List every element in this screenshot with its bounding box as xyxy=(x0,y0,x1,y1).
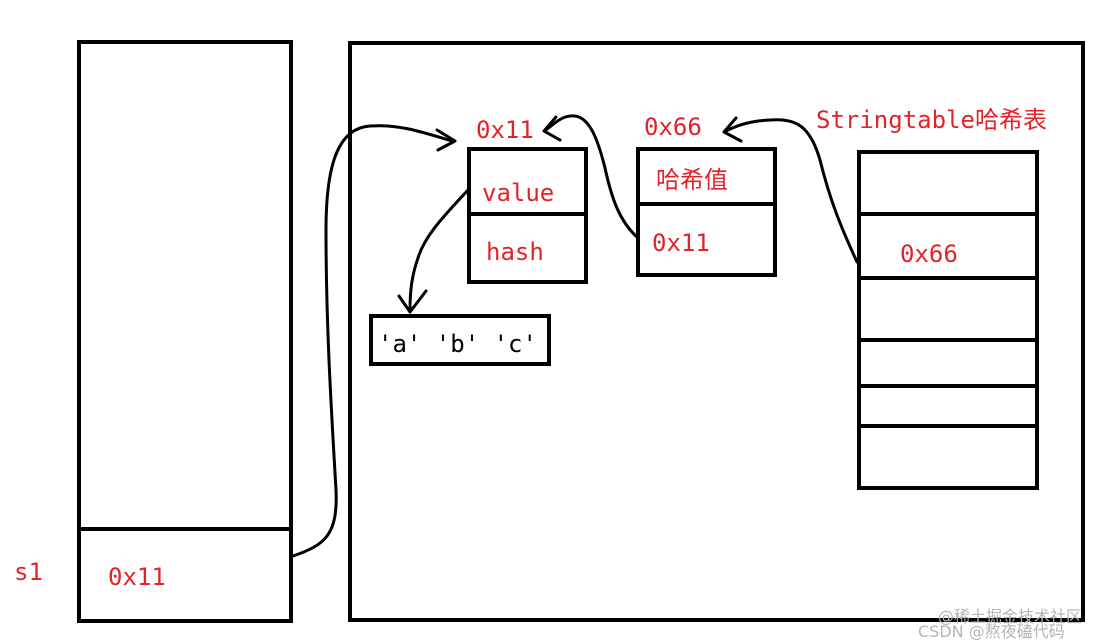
stringtable-row-divider xyxy=(857,276,1039,280)
stack-slot-value: 0x11 xyxy=(108,563,166,591)
arrow-hashentry-to-string-head xyxy=(542,115,562,142)
hash-entry-divider xyxy=(636,202,777,206)
string-object-divider xyxy=(467,212,588,216)
stringtable-box xyxy=(857,150,1039,490)
char-array-values: 'a' 'b' 'c' xyxy=(378,330,537,358)
string-field-value: value xyxy=(482,179,555,207)
heap-region xyxy=(348,41,1085,622)
string-field-hash: hash xyxy=(486,238,544,266)
stringtable-row-divider xyxy=(857,338,1039,342)
hash-entry-address: 0x66 xyxy=(644,113,702,141)
string-object-address: 0x11 xyxy=(476,116,534,144)
hash-entry-box xyxy=(636,147,777,277)
arrow-table-to-hashentry xyxy=(724,118,859,264)
stack-var-label: s1 xyxy=(14,558,43,586)
char-array-box xyxy=(369,314,551,366)
stack-slot-divider xyxy=(77,527,293,531)
stringtable-entry-value: 0x66 xyxy=(900,240,958,268)
stringtable-row-divider xyxy=(857,384,1039,388)
arrow-stack-to-string xyxy=(291,124,454,558)
stringtable-row-divider xyxy=(857,212,1039,216)
arrow-stack-to-string-head xyxy=(435,128,457,152)
watermark-line1: @稀土掘金技术社区 xyxy=(938,607,1083,626)
arrow-value-to-chars xyxy=(408,188,470,312)
hash-entry-ref: 0x11 xyxy=(652,229,710,257)
stringtable-row-divider xyxy=(857,424,1039,428)
arrow-hashentry-to-string xyxy=(544,114,640,240)
watermark-line2: CSDN @熬夜磕代码 xyxy=(918,622,1065,641)
arrow-value-to-chars-head xyxy=(397,289,428,314)
hash-entry-hash-label: 哈希值 xyxy=(656,166,728,194)
stringtable-title: Stringtable哈希表 xyxy=(816,106,1047,134)
stack-frame xyxy=(77,40,293,623)
arrow-table-to-hashentry-head xyxy=(722,116,743,143)
